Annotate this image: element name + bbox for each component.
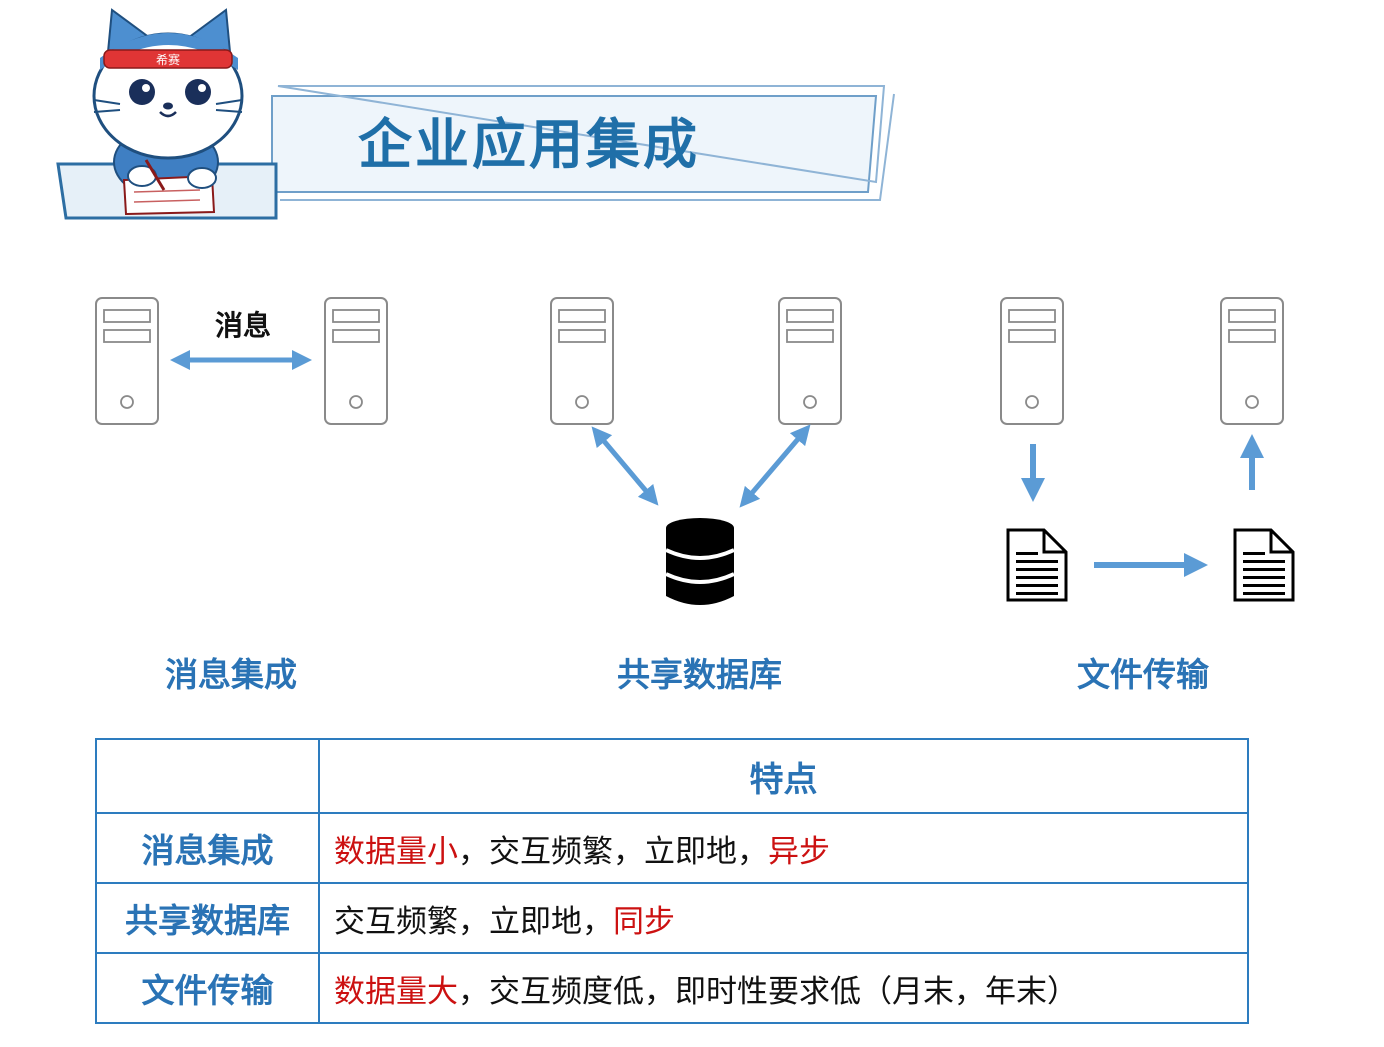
server-icon xyxy=(1220,297,1284,425)
server-icon xyxy=(95,297,159,425)
table-header-empty xyxy=(95,738,320,814)
mascot-headband-text: 希赛 xyxy=(156,52,180,67)
table-row: 文件传输 数据量大，交互频度低，即时性要求低（月末，年末） xyxy=(95,952,1249,1024)
row-description: 数据量小，交互频繁，立即地，异步 xyxy=(318,812,1249,884)
db-arrow-right-icon xyxy=(739,424,811,508)
message-label: 消息 xyxy=(215,309,272,342)
row-name: 消息集成 xyxy=(95,812,320,884)
table-header-features: 特点 xyxy=(318,738,1249,814)
document-icon xyxy=(1233,528,1295,602)
row-text: ，交互频度低，即时性要求低（月末，年末） xyxy=(458,973,1078,1010)
table-row: 消息集成 数据量小，交互频繁，立即地，异步 xyxy=(95,812,1249,884)
server-icon xyxy=(1000,297,1064,425)
table-header-row: 特点 xyxy=(95,738,1249,814)
document-icon xyxy=(1006,528,1068,602)
caption-shared-database: 共享数据库 xyxy=(617,655,782,694)
row-highlight: 数据量大 xyxy=(334,973,458,1010)
page-title: 企业应用集成 xyxy=(358,113,700,176)
database-icon xyxy=(665,518,735,605)
mascot-icon: 希赛 xyxy=(56,8,278,220)
server-icon xyxy=(324,297,388,425)
caption-file-transfer: 文件传输 xyxy=(1077,655,1209,694)
server-icon xyxy=(778,297,842,425)
row-name: 共享数据库 xyxy=(95,882,320,954)
table-row: 共享数据库 交互频繁，立即地，同步 xyxy=(95,882,1249,954)
row-description: 数据量大，交互频度低，即时性要求低（月末，年末） xyxy=(318,952,1249,1024)
row-name: 文件传输 xyxy=(95,952,320,1024)
row-highlight: 异步 xyxy=(768,833,830,870)
row-text: ，交互频繁，立即地， xyxy=(458,833,768,870)
db-arrow-left-icon xyxy=(591,426,659,506)
row-text: 交互频繁，立即地， xyxy=(334,903,613,940)
row-description: 交互频繁，立即地，同步 xyxy=(318,882,1249,954)
row-highlight: 同步 xyxy=(613,903,675,940)
features-table: 特点 消息集成 数据量小，交互频繁，立即地，异步 共享数据库 交互频繁，立即地，… xyxy=(95,738,1249,1024)
caption-message-integration: 消息集成 xyxy=(165,655,297,694)
title-banner xyxy=(271,85,895,201)
server-icon xyxy=(550,297,614,425)
row-highlight: 数据量小 xyxy=(334,833,458,870)
